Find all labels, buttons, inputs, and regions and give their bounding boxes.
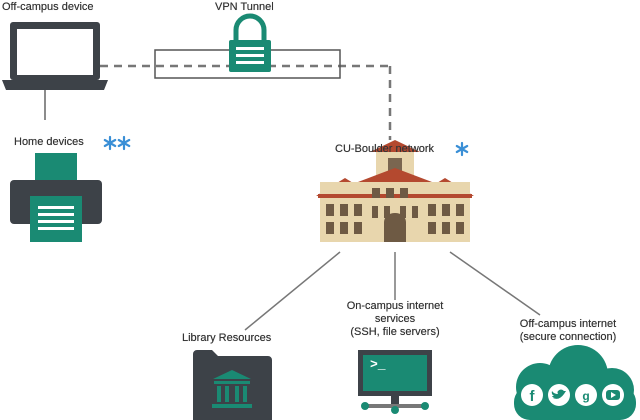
youtube-icon: [602, 384, 624, 406]
building-icon: [316, 140, 474, 242]
off-campus-internet-line2: (secure connection): [519, 331, 617, 343]
cu-boulder-network-label: CU-Boulder network: [335, 143, 435, 155]
folder-library-icon: [193, 350, 272, 420]
on-campus-services-line1: On-campus internet: [346, 300, 444, 312]
on-campus-services-line2: services: [374, 313, 416, 325]
home-devices-label: Home devices: [14, 136, 84, 148]
library-resources-label: Library Resources: [182, 332, 272, 344]
google-plus-icon: g: [575, 384, 597, 406]
vpn-connection-lines: [100, 64, 392, 140]
asterisk-icon: [103, 135, 469, 157]
off-campus-internet-label: Off-campus internet (secure connection): [508, 318, 628, 344]
terminal-prompt: >_: [370, 357, 386, 372]
twitter-icon: [548, 384, 570, 406]
printer-icon: [10, 153, 102, 242]
on-campus-services-line3: (SSH, file servers): [350, 326, 440, 338]
terminal-monitor-icon: [358, 350, 432, 414]
off-campus-device-label: Off-campus device: [2, 1, 94, 13]
lock-icon: [229, 13, 271, 72]
on-campus-services-label: On-campus internet services (SSH, file s…: [325, 300, 465, 339]
svg-text:g: g: [582, 389, 589, 403]
facebook-icon: f: [521, 384, 543, 406]
off-campus-internet-line1: Off-campus internet: [519, 318, 617, 330]
cloud-social-icon: f g: [514, 345, 636, 420]
laptop-icon: [2, 22, 108, 90]
vpn-tunnel-label: VPN Tunnel: [215, 1, 274, 13]
svg-text:f: f: [530, 388, 536, 405]
building-connectors: [244, 251, 541, 331]
